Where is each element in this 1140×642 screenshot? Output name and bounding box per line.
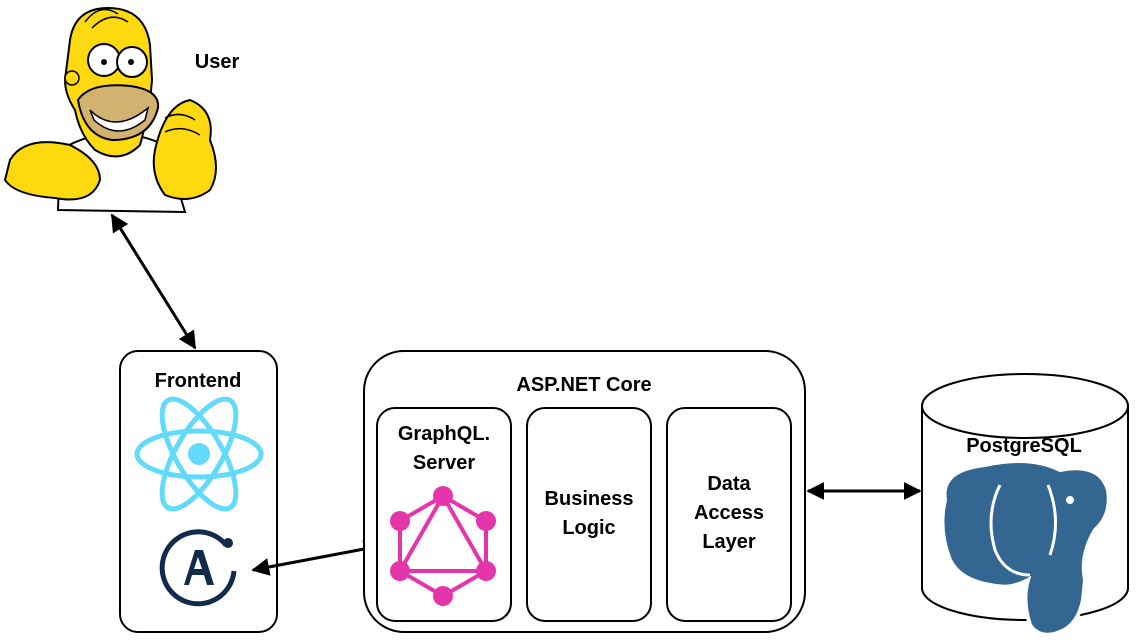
apollo-icon: [159, 529, 237, 607]
data-access-layer-text: Data Access Layer: [693, 473, 765, 553]
user-label: User: [195, 51, 240, 73]
user-avatar-icon: [3, 6, 217, 214]
data-access-layer-box: [666, 407, 792, 622]
graphql-server-label: GraphQL. Server: [377, 420, 511, 478]
frontend-label: Frontend: [155, 370, 242, 392]
graphql-server-text: GraphQL. Server: [397, 423, 491, 474]
postgresql-elephant-icon: [940, 459, 1111, 637]
aspnet-core-label: ASP.NET Core: [516, 374, 651, 396]
graphql-icon: [390, 486, 496, 606]
apollo-graphql-arrow: [251, 540, 382, 576]
react-icon: [134, 396, 264, 512]
business-logic-text: Business Logic: [544, 488, 634, 539]
postgresql-label: PostgreSQL: [966, 435, 1082, 457]
user-frontend-arrow: [110, 213, 197, 350]
data-access-layer-label: Data Access Layer: [667, 470, 791, 557]
business-logic-box: [526, 407, 652, 622]
business-logic-label: Business Logic: [527, 485, 651, 543]
